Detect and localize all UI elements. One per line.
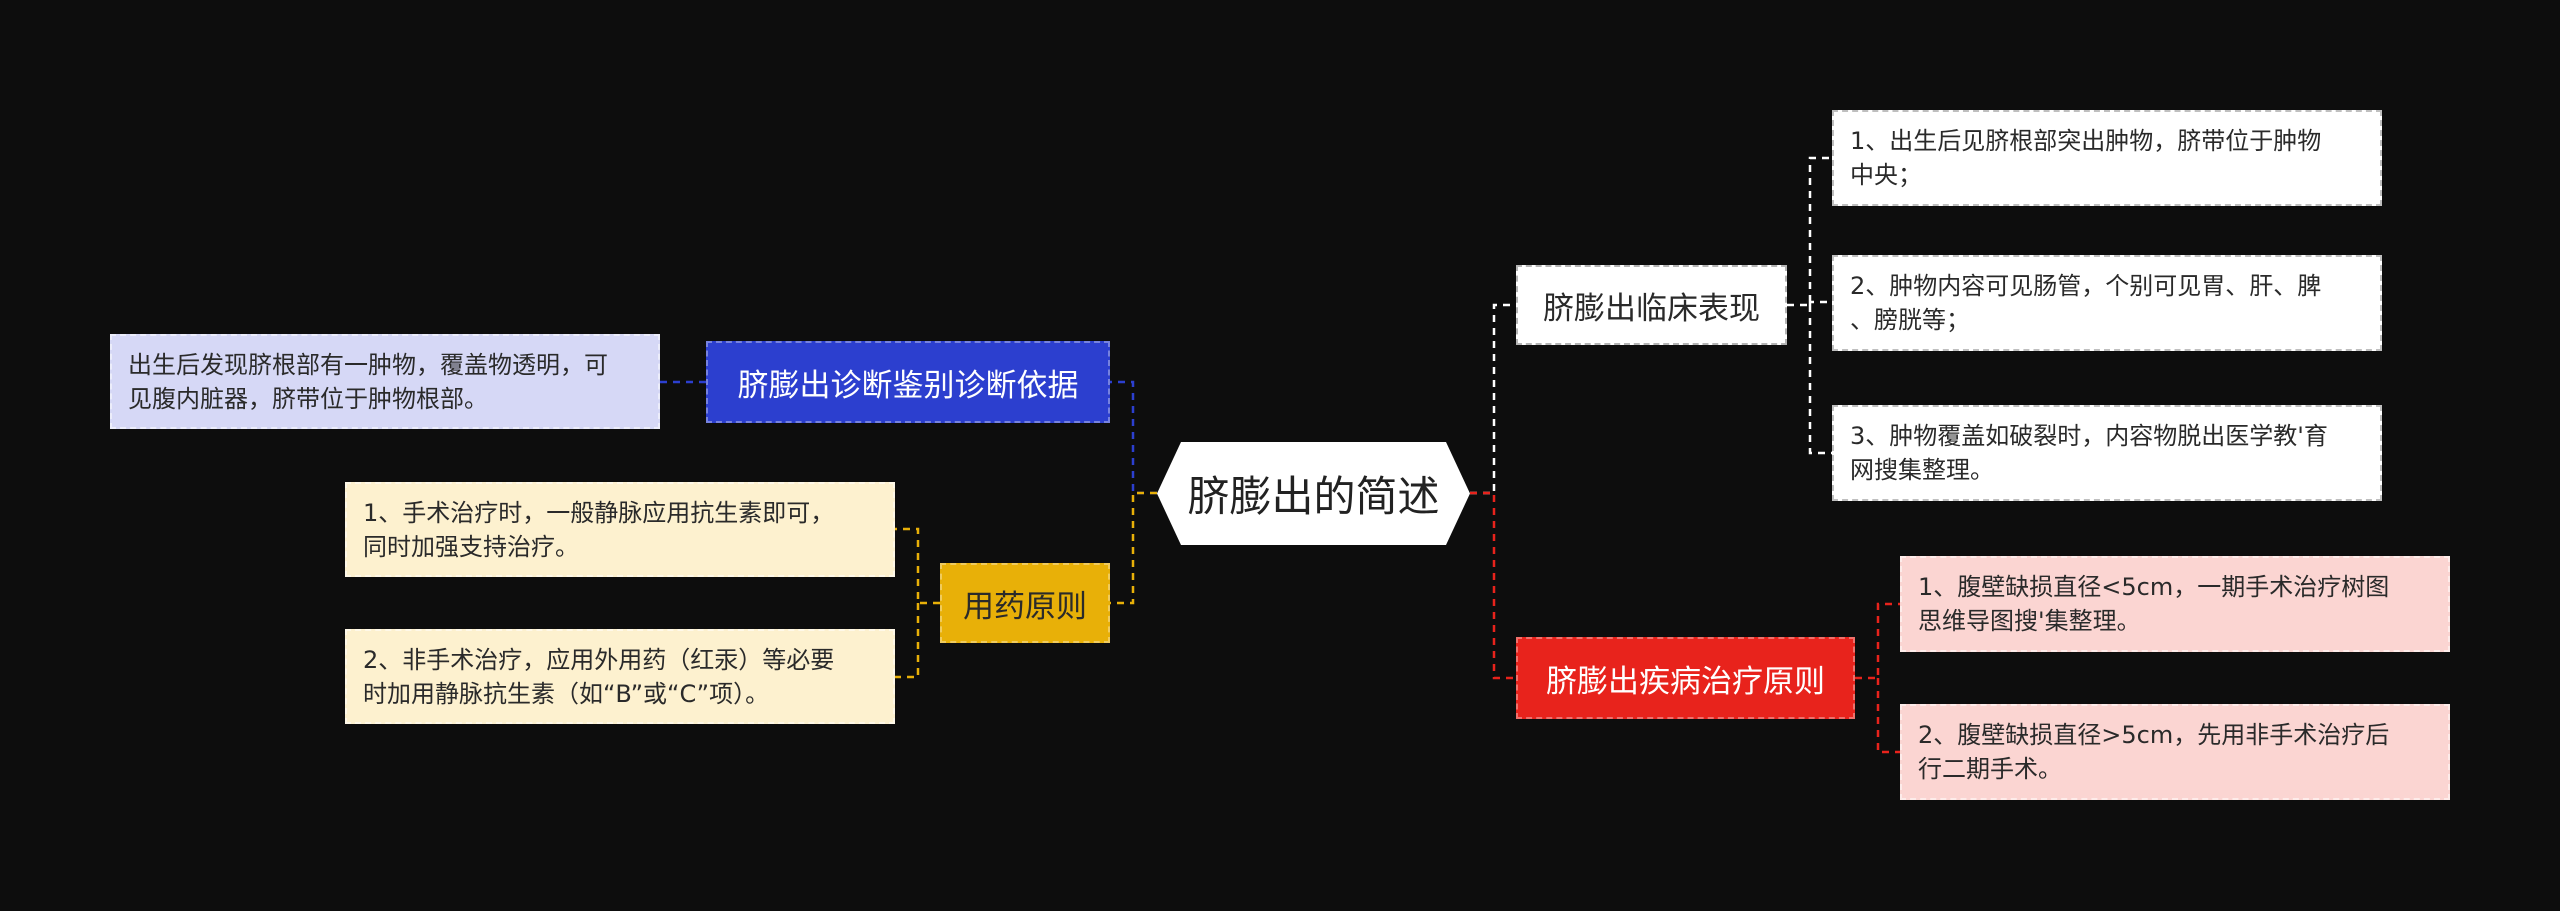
branch-medication-label: 用药原则 [963,588,1087,625]
connector-root-clinical [1470,303,1516,495]
leaf-text-line: 3、肿物覆盖如破裂时，内容物脱出医学教'育 [1850,422,2328,450]
leaf-clinical-2[interactable]: 2、肿物内容可见肠管，个别可见胃、肝、脾 、膀胱等； [1832,255,2382,351]
branch-treatment-label: 脐膨出疾病治疗原则 [1546,663,1825,700]
leaf-text-line: 行二期手术。 [1918,755,2062,783]
leaf-text-line: 、膀胱等； [1850,306,1970,334]
leaf-text-line: 1、出生后见脐根部突出肿物，脐带位于肿物 [1850,127,2322,155]
branch-clinical-label: 脐膨出临床表现 [1543,290,1760,327]
leaf-text-line: 同时加强支持治疗。 [363,532,579,561]
leaf-text-line: 出生后发现脐根部有一肿物，覆盖物透明，可 [128,350,608,379]
leaf-text-line: 网搜集整理。 [1850,456,1994,484]
connector-root-treatment [1470,491,1516,680]
connector-medication-leaves [895,527,940,679]
leaf-text-line: 见腹内脏器，脐带位于肿物根部。 [128,384,488,413]
connector-root-diagnosis [1110,380,1157,495]
leaf-clinical-1[interactable]: 1、出生后见脐根部突出肿物，脐带位于肿物 中央； [1832,110,2382,206]
branch-diagnosis-label: 脐膨出诊断鉴别诊断依据 [737,367,1079,404]
connector-treatment-leaves [1855,602,1900,754]
root-topic-label: 脐膨出的简述 [1187,472,1440,521]
leaf-text-line: 时加用静脉抗生素（如“B”或“C”项）。 [363,679,770,708]
leaf-text-line: 1、腹壁缺损直径<5cm，一期手术治疗树图 [1918,573,2390,601]
leaf-clinical-3[interactable]: 3、肿物覆盖如破裂时，内容物脱出医学教'育 网搜集整理。 [1832,405,2382,501]
leaf-text-line: 1、手术治疗时，一般静脉应用抗生素即可， [363,498,835,527]
connector-root-medication [1110,491,1157,605]
leaf-diagnosis-1[interactable]: 出生后发现脐根部有一肿物，覆盖物透明，可 见腹内脏器，脐带位于肿物根部。 [110,334,660,429]
leaf-medication-2[interactable]: 2、非手术治疗，应用外用药（红汞）等必要 时加用静脉抗生素（如“B”或“C”项）… [345,629,895,724]
branch-diagnosis[interactable]: 脐膨出诊断鉴别诊断依据 [706,341,1110,423]
connector-clinical-leaves [1787,156,1832,455]
leaf-text-line: 思维导图搜'集整理。 [1918,607,2141,635]
leaf-text-line: 2、腹壁缺损直径>5cm，先用非手术治疗后 [1918,721,2390,749]
leaf-text-line: 2、肿物内容可见肠管，个别可见胃、肝、脾 [1850,272,2322,300]
leaf-treatment-1[interactable]: 1、腹壁缺损直径<5cm，一期手术治疗树图 思维导图搜'集整理。 [1900,556,2450,652]
branch-clinical[interactable]: 脐膨出临床表现 [1516,265,1787,345]
leaf-medication-1[interactable]: 1、手术治疗时，一般静脉应用抗生素即可， 同时加强支持治疗。 [345,482,895,577]
leaf-treatment-2[interactable]: 2、腹壁缺损直径>5cm，先用非手术治疗后 行二期手术。 [1900,704,2450,800]
root-topic[interactable]: 脐膨出的简述 [1157,442,1470,545]
leaf-text-line: 2、非手术治疗，应用外用药（红汞）等必要 [363,645,835,674]
branch-medication[interactable]: 用药原则 [940,563,1110,643]
branch-treatment[interactable]: 脐膨出疾病治疗原则 [1516,637,1855,719]
leaf-text-line: 中央； [1850,161,1922,189]
